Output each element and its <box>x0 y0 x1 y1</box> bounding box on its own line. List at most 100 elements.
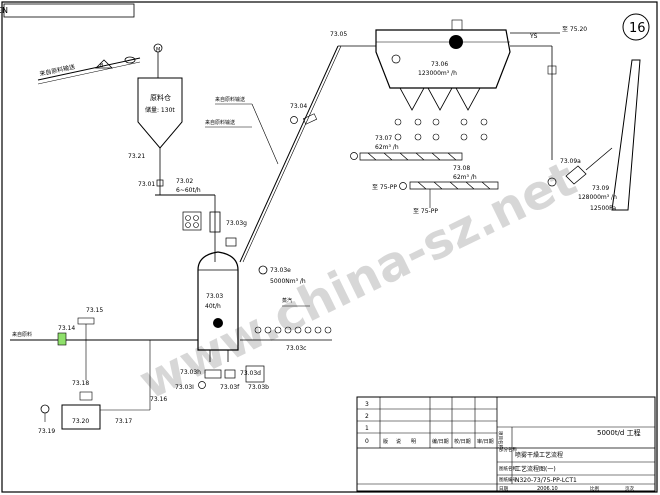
tag-7305: 73.05 <box>330 31 347 38</box>
tag-7308: 73.08 <box>453 165 470 172</box>
note-steam: 蒸汽 <box>282 297 292 304</box>
sheet-code-box <box>3 3 135 18</box>
screw-conveyor-7308 <box>409 181 499 190</box>
page-number-circle <box>622 13 650 41</box>
highlighted-valve-7314 <box>57 332 67 346</box>
tag-7303d: 73.03d <box>240 370 261 377</box>
rev-row-1: 1 <box>365 425 369 432</box>
tag-7307: 73.07 <box>375 135 392 142</box>
pump-icon-4 <box>193 222 199 228</box>
tag-7316: 73.16 <box>150 396 167 403</box>
hot-gas-duct-2 <box>242 45 342 263</box>
field-label-page: 页次 <box>625 485 634 492</box>
note-mid-b: 来自原料输送 <box>205 119 235 126</box>
fan-to-stack <box>585 147 613 171</box>
motor-fill-icon <box>213 318 223 328</box>
tag-7303b: 73.03b <box>248 384 269 391</box>
field-label-project: 项目名称 <box>497 431 504 449</box>
tag-7302: 73.02 <box>176 178 193 185</box>
field-label-scale: 比例 <box>590 485 599 492</box>
screw-conveyor-7307 <box>359 152 463 161</box>
tag-7303g: 73.03g <box>226 220 247 227</box>
tag-7319: 73.19 <box>38 428 55 435</box>
part-name: 喷雾干燥工艺流程 <box>515 451 563 459</box>
pump-icon-2 <box>193 215 199 221</box>
unit-7318 <box>79 391 93 401</box>
to-7520: 至 75.20 <box>562 26 587 33</box>
unit-7303h <box>204 369 222 379</box>
hot-gas-duct <box>239 45 339 263</box>
tag-7309: 73.09 <box>592 185 609 192</box>
damper-7304 <box>302 113 318 125</box>
gate-7301 <box>156 179 164 187</box>
tag-7308-flow: 62m³ /h <box>453 174 477 181</box>
note-mid-a: 来自原料输送 <box>215 96 245 103</box>
rev-header-6: 审/日期 <box>477 438 494 445</box>
rotary-valves <box>394 118 488 141</box>
to-75pp-a: 至 75-PP <box>372 184 397 191</box>
raw-material-silo <box>137 77 183 149</box>
note-left-feed: 来自原料 <box>12 331 32 338</box>
tag-7315: 73.15 <box>86 307 103 314</box>
silo-capacity: 储量: 130t <box>145 106 175 114</box>
field-label-number: 图纸编号 <box>499 476 517 483</box>
rev-header-2: 说 <box>396 438 401 445</box>
tag-7303h: 73.03h <box>180 369 201 376</box>
tag-7317: 73.17 <box>115 418 132 425</box>
pile-label: B <box>100 63 104 69</box>
motor-icon-7303i <box>198 381 206 389</box>
tag-7321: 73.21 <box>128 153 145 160</box>
pile-triangle <box>95 59 113 69</box>
motor-icon-7304 <box>290 116 298 124</box>
motor-icon-filter <box>391 54 401 64</box>
head-pulley <box>124 56 136 64</box>
to-75pp-b: 至 75-PP <box>413 208 438 215</box>
title-block <box>356 396 656 492</box>
motor-icon-7307 <box>350 152 358 160</box>
filter-motor-fill <box>449 35 463 49</box>
rev-header-4: 编/日期 <box>432 438 449 445</box>
tag-7303e: 73.03e <box>270 267 291 274</box>
tag-7304: 73.04 <box>290 103 307 110</box>
tag-7320: 73.20 <box>72 418 89 425</box>
rev-row-0: 0 <box>365 438 369 445</box>
tag-7303c: 73.03c <box>286 345 306 352</box>
drawing-number: N320-73/75-PP-LCT1 <box>515 477 577 484</box>
mixer-7303g <box>209 211 221 233</box>
tank-7320 <box>61 404 101 430</box>
drawing-name: 工艺流程图(一) <box>515 465 556 473</box>
tag-7302-rate: 6~60t/h <box>176 187 201 194</box>
tag-7301: 73.01 <box>138 181 155 188</box>
silo-name: 原料仓 <box>150 93 171 102</box>
tag-7306-flow: 123000m³ /h <box>418 70 457 77</box>
atomizer-row-7303c <box>240 326 332 341</box>
filter-hoppers <box>399 87 481 111</box>
rev-header-3: 明 <box>411 439 416 445</box>
unit-7303b <box>245 365 265 383</box>
filter-vent <box>451 19 463 31</box>
motor-icon-7319 <box>40 404 50 414</box>
field-label-date: 日期 <box>499 486 508 492</box>
unit-7303d <box>224 369 236 379</box>
project-name: 5000t/d 工程 <box>597 428 641 437</box>
motor-letter: M <box>156 47 160 53</box>
tag-7309a: 73.09a <box>560 158 581 165</box>
tag-7303i: 73.03I <box>175 384 194 391</box>
conveyor-line-2 <box>37 61 141 85</box>
rev-header-1: 版 <box>383 438 388 445</box>
pump-group-box <box>182 211 202 231</box>
pump-icon-1 <box>185 215 191 221</box>
tag-7306: 73.06 <box>431 61 448 68</box>
motor-icon-7303e <box>258 265 268 275</box>
tag-7303e-flow: 5000Nm³ /h <box>270 278 306 285</box>
pump-icon-3 <box>185 222 191 228</box>
tag-7309-pressure: 12500Pa <box>590 205 616 212</box>
tag-7307-flow: 62m³ /h <box>375 144 399 151</box>
conveyor-line <box>37 57 141 81</box>
tag-7318: 73.18 <box>72 380 89 387</box>
page-number: 16 <box>629 21 646 36</box>
rev-row-2: 2 <box>365 413 369 420</box>
tag-7303f: 73.03f <box>220 384 240 391</box>
duct-damper <box>547 65 557 75</box>
